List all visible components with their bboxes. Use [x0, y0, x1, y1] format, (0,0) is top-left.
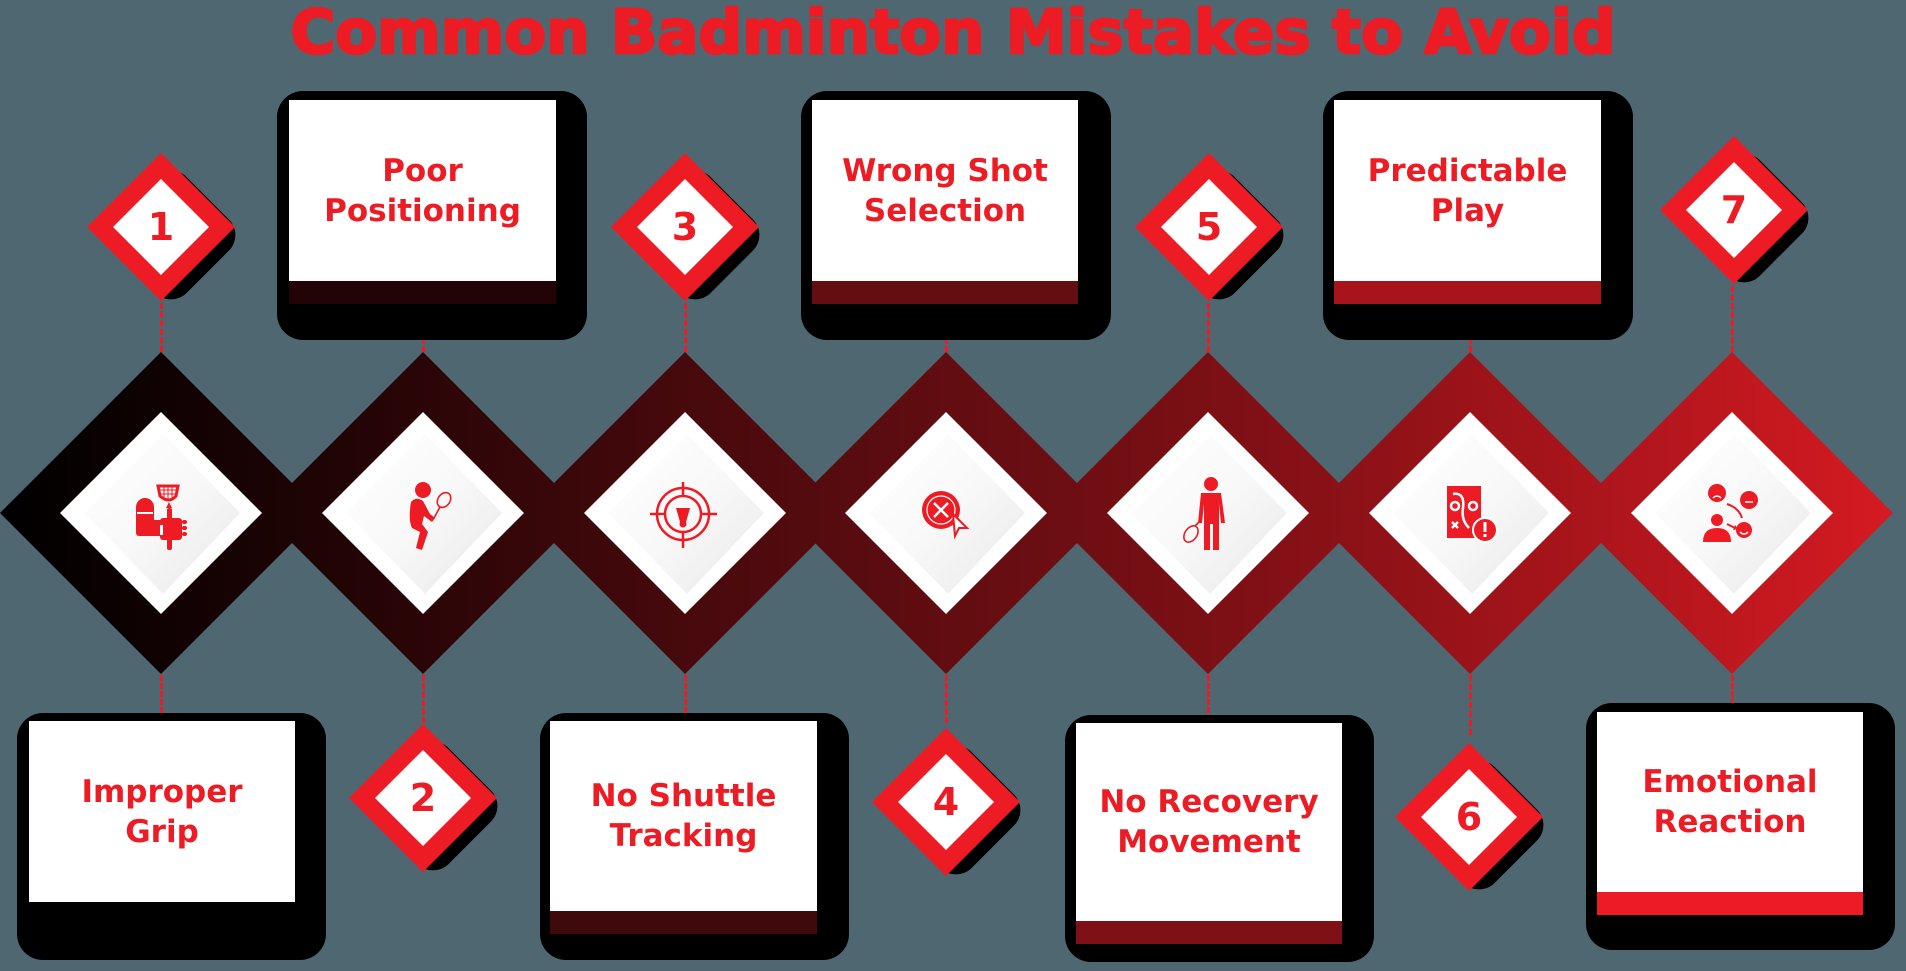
- card-bar: [289, 281, 556, 304]
- card-label-line2: Grip: [125, 813, 199, 850]
- number-badge-7: 7: [1654, 130, 1814, 290]
- card-bar: [1076, 921, 1342, 944]
- badge-number: 3: [671, 205, 699, 249]
- badge-diamond-icon: [87, 153, 236, 301]
- emotions-faces-icon: [1687, 468, 1777, 558]
- connector-5-bottom: [1206, 675, 1210, 713]
- standing-player-racket-icon: [1163, 468, 1253, 558]
- card-label-line2: Movement: [1117, 824, 1301, 860]
- badge-diamond-icon: [349, 724, 498, 872]
- card-bar: [550, 911, 817, 934]
- card-label-line2: Tracking: [609, 818, 758, 854]
- connector-7-bottom: [1730, 675, 1734, 705]
- number-badge-2: 2: [343, 718, 503, 878]
- shuttlecock-target-icon: [640, 468, 730, 558]
- connector-3-top: [683, 303, 687, 352]
- badge-diamond-icon: [1660, 136, 1809, 284]
- connector-1-top: [159, 303, 163, 352]
- badge-number: 6: [1455, 795, 1483, 839]
- badge-number: 2: [409, 776, 437, 820]
- card-label-line2: Selection: [863, 192, 1027, 229]
- card-bar: [1334, 281, 1601, 304]
- badge-number: 1: [147, 205, 175, 249]
- badge-diamond-icon: [1135, 153, 1284, 301]
- card-label-line1: Improper: [81, 773, 243, 810]
- connector-1-bottom: [159, 675, 163, 713]
- card-bar: [812, 281, 1078, 304]
- connector-3-bottom: [683, 675, 687, 713]
- card-label-line1: Wrong Shot: [842, 152, 1048, 189]
- card-label-line2: Play: [1430, 192, 1505, 229]
- card-label-line2: Positioning: [324, 192, 521, 229]
- hand-racket-grip-icon: [116, 468, 206, 558]
- connector-7-top: [1730, 286, 1734, 352]
- number-badge-5: 5: [1129, 147, 1289, 307]
- card-label-line1: Poor: [382, 152, 463, 189]
- connector-4-bottom: [944, 675, 948, 723]
- card-label-line1: No Shuttle: [590, 778, 777, 814]
- badge-diamond-icon: [611, 153, 760, 301]
- card-label-line1: Predictable: [1367, 152, 1568, 189]
- connector-5-top: [1206, 303, 1210, 352]
- badge-number: 5: [1195, 205, 1223, 249]
- strategy-board-alert-icon: [1425, 468, 1515, 558]
- badge-number: 7: [1720, 188, 1748, 232]
- badge-diamond-icon: [872, 728, 1021, 876]
- badge-number: 4: [932, 780, 960, 824]
- badge-diamond-icon: [1395, 743, 1544, 891]
- x-circle-cursor-icon: [901, 468, 991, 558]
- card-bar: [1597, 892, 1863, 915]
- connector-2-bottom: [421, 675, 425, 723]
- number-badge-6: 6: [1389, 737, 1549, 897]
- connector-6-bottom: [1468, 675, 1472, 735]
- card-bar: [29, 902, 295, 925]
- number-badge-3: 3: [605, 147, 765, 307]
- player-crouching-racket-icon: [378, 468, 468, 558]
- number-badge-1: 1: [81, 147, 241, 307]
- page-title: Common Badminton Mistakes to Avoid: [289, 0, 1617, 69]
- number-badge-4: 4: [866, 722, 1026, 882]
- card-label-line2: Reaction: [1653, 804, 1807, 840]
- card-label-line1: No Recovery: [1099, 784, 1319, 820]
- card-label-line1: Emotional: [1642, 764, 1818, 800]
